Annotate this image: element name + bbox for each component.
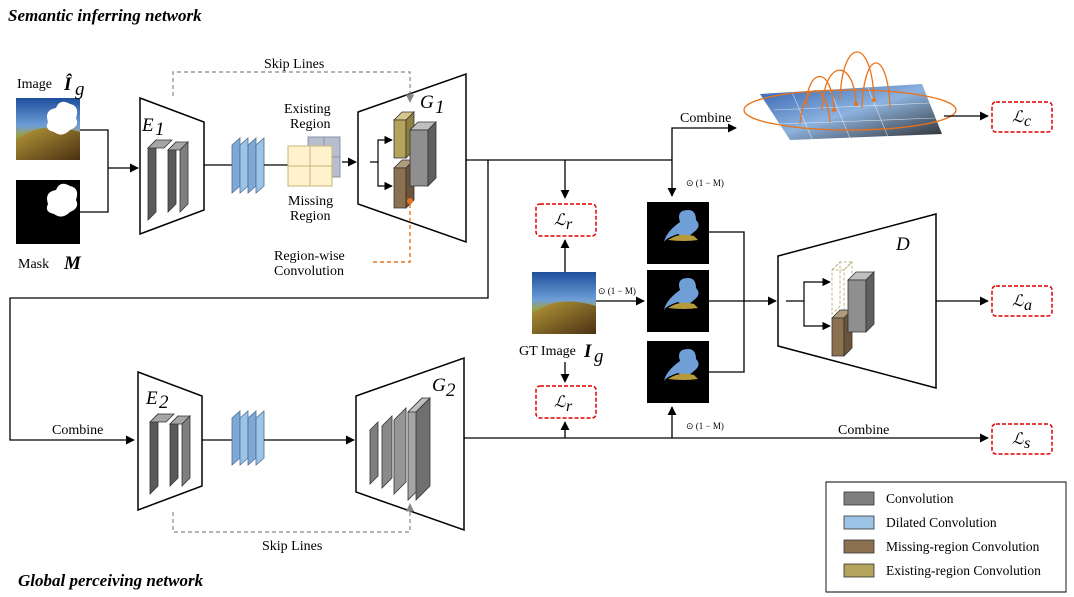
legend-label: Missing-region Convolution xyxy=(886,539,1040,554)
combine-top-label: Combine xyxy=(680,111,731,126)
skip-lines-top-label: Skip Lines xyxy=(264,57,324,72)
input-connector xyxy=(80,129,139,213)
missing-region-label-2: Region xyxy=(290,209,330,224)
existing-region-label-2: Region xyxy=(290,117,330,132)
loss-r-bottom-sub: r xyxy=(566,398,573,415)
skip-lines-bottom-label: Skip Lines xyxy=(262,539,322,554)
mask-label: Mask xyxy=(18,257,49,272)
loss-reconstruction-top xyxy=(535,203,597,237)
regionwise-connector xyxy=(370,204,411,263)
legend-swatch xyxy=(843,515,875,530)
gt-symbol-sub: g xyxy=(594,346,604,367)
contextual-plane xyxy=(743,51,957,140)
masked-patch-middle xyxy=(647,270,709,332)
loss-adversarial xyxy=(991,285,1053,317)
regionwise-dot xyxy=(407,198,413,204)
loss-c-symbol: ℒ xyxy=(1012,109,1024,126)
loss-r-top-symbol: ℒ xyxy=(554,212,566,229)
d-blocks xyxy=(831,261,875,357)
e2-label: E xyxy=(145,388,158,409)
loss-s-sub: s xyxy=(1024,435,1030,452)
g2-sub: 2 xyxy=(446,380,456,401)
dilated-blocks-bottom xyxy=(231,410,265,466)
existing-region-label-1: Existing xyxy=(284,102,331,117)
loss-r-top-sub: r xyxy=(566,216,573,233)
regionwise-label-1: Region-wise xyxy=(274,249,345,264)
masked-patch-bottom xyxy=(647,341,709,403)
loss-s-symbol: ℒ xyxy=(1012,431,1024,448)
legend-swatch xyxy=(843,539,875,554)
g2-blocks xyxy=(369,397,431,501)
e1-label: E xyxy=(141,115,154,136)
mask-symbol: M xyxy=(63,253,82,274)
mask-image xyxy=(16,180,80,244)
g2-output-lines xyxy=(464,406,989,443)
mask-op-bottom: ⊙ (1 − M) xyxy=(686,421,724,431)
g1-blocks xyxy=(393,111,437,209)
e1-sub: 1 xyxy=(155,119,165,140)
patches-to-discriminator xyxy=(709,231,777,373)
loss-r-bottom-symbol: ℒ xyxy=(554,394,566,411)
d-internal-connector xyxy=(786,277,831,331)
loss-reconstruction-bottom xyxy=(535,385,597,419)
g1-internal-connector xyxy=(370,135,393,191)
combine-bottom-label: Combine xyxy=(838,423,889,438)
legend-label: Convolution xyxy=(886,491,954,506)
legend-swatch xyxy=(843,491,875,506)
g1-label: G xyxy=(420,92,434,113)
gt-symbol: I xyxy=(583,341,592,362)
loss-c-sub: c xyxy=(1024,113,1031,130)
combine-left-label: Combine xyxy=(52,423,103,438)
e1-conv-blocks xyxy=(147,139,189,221)
skip-lines-top xyxy=(172,71,415,103)
g2-label: G xyxy=(432,375,446,396)
legend-label: Dilated Convolution xyxy=(886,515,997,530)
image-symbol: Î xyxy=(63,73,73,95)
mask-op-top: ⊙ (1 − M) xyxy=(686,178,724,188)
global-network-title: Global perceiving network xyxy=(18,571,204,590)
loss-a-symbol: ℒ xyxy=(1012,293,1024,310)
gt-image xyxy=(532,272,596,334)
d-label: D xyxy=(895,234,910,255)
e2-sub: 2 xyxy=(159,392,169,413)
legend-label: Existing-region Convolution xyxy=(886,563,1041,578)
gt-label: GT Image xyxy=(519,344,576,359)
region-grid xyxy=(287,136,341,187)
masked-patch-top xyxy=(647,202,709,264)
semantic-network-title: Semantic inferring network xyxy=(8,6,202,25)
image-label: Image xyxy=(17,77,52,92)
loss-a-sub: a xyxy=(1024,297,1032,314)
e2-conv-blocks xyxy=(149,413,191,495)
loss-style xyxy=(991,423,1053,455)
g1-output-lines xyxy=(9,123,737,445)
dilated-blocks-top xyxy=(231,137,265,194)
mask-op-mid: ⊙ (1 − M) xyxy=(598,286,636,296)
missing-region-label-1: Missing xyxy=(288,194,333,209)
regionwise-label-2: Convolution xyxy=(274,264,344,279)
skip-lines-bottom xyxy=(172,503,415,533)
input-image xyxy=(16,98,80,160)
legend-swatch xyxy=(843,563,875,578)
loss-contextual xyxy=(991,101,1053,133)
g1-sub: 1 xyxy=(435,97,445,118)
image-symbol-sub: g xyxy=(75,79,85,100)
